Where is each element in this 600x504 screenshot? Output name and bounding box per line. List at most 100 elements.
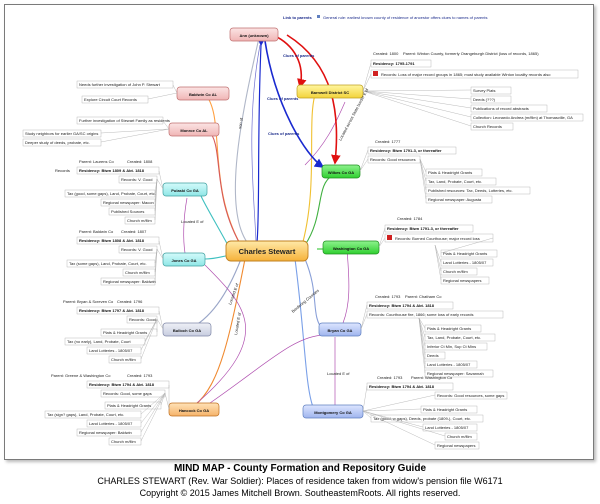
svg-text:Church m/film: Church m/film: [111, 439, 136, 444]
barnwell-record-list: Survey Plats Deeds (???) Publications of…: [470, 86, 584, 131]
clue-arrow-1: [272, 34, 307, 89]
node-pulaski[interactable]: Pulaski Co GA: [162, 182, 208, 197]
svg-text:Records: Loss of major record: Records: Loss of major record groups in …: [381, 72, 551, 77]
node-montgomery[interactable]: Montgomery Co GA: [302, 404, 364, 419]
svg-text:Church m/film: Church m/film: [447, 434, 472, 439]
svg-text:Regional newspapers: Regional newspapers: [437, 443, 475, 448]
son-of-label: son of: [237, 117, 244, 129]
records-barnwell: Created: 1800 Parent: Winton County, for…: [362, 51, 584, 131]
connector-pulaski: [200, 195, 231, 250]
svg-text:Created: 1793: Created: 1793: [127, 373, 153, 378]
svg-text:Plats & Headright Grants: Plats & Headright Grants: [103, 330, 147, 335]
caption-title: MIND MAP - County Formation and Reposito…: [173, 463, 427, 474]
connector-ann: [234, 37, 260, 250]
records-bryan: Created: 1793 Parent: Chatham Co Residen…: [360, 294, 504, 378]
records-washington: Created: 1784 Residency: Btwn 1791-3, or…: [378, 216, 498, 285]
svg-text:Residency: Btwn 1794 & Abt. 18: Residency: Btwn 1794 & Abt. 1818: [369, 303, 435, 308]
svg-text:Residency: Btwn 1791-3, or the: Residency: Btwn 1791-3, or thereafter: [387, 226, 459, 231]
svg-text:Hancock Co GA: Hancock Co GA: [179, 408, 209, 413]
located-e-of-line-2: [342, 249, 350, 324]
svg-text:Washington Co GA: Washington Co GA: [333, 246, 369, 251]
records-bulloch: Parent: Bryan & Screven Co Created: 1796…: [63, 299, 164, 364]
svg-text:Parent: Chatham Co: Parent: Chatham Co: [405, 294, 442, 299]
center-node[interactable]: Charles Stewart: [225, 240, 309, 262]
located-across-line: [304, 101, 346, 166]
node-monroe-al[interactable]: Monroe Co AL: [168, 122, 220, 137]
svg-text:Records: V. Good: Records: V. Good: [121, 247, 152, 252]
caption-copyright: Copyright © 2015 James Mitchell Brown. S…: [139, 488, 461, 498]
clue-label-3: Clues of parents: [268, 131, 300, 136]
svg-text:Plats & Headright Grants: Plats & Headright Grants: [428, 170, 472, 175]
located-e-of-label-1: Located E of: [181, 219, 204, 224]
svg-text:Regional newspaper: Baldwin: Regional newspaper: Baldwin: [79, 430, 132, 435]
node-jones[interactable]: Jones Co GA: [162, 252, 206, 267]
svg-text:Regional newspaper: Augusta: Regional newspaper: Augusta: [428, 197, 482, 202]
svg-text:Charles Stewart: Charles Stewart: [239, 247, 296, 256]
parents-node[interactable]: Ann (unknown): [229, 27, 279, 42]
svg-text:Bryan Co GA: Bryan Co GA: [328, 328, 353, 333]
clue-arrows: [256, 34, 341, 244]
svg-text:Created: 1793: Created: 1793: [377, 375, 403, 380]
svg-text:Residency: Btwn 1809 & Abt. 18: Residency: Btwn 1809 & Abt. 1818: [79, 168, 145, 173]
svg-text:Published Sources: Published Sources: [111, 209, 144, 214]
svg-text:Created: 1807: Created: 1807: [121, 229, 147, 234]
svg-text:Tax, Land, Probate, Court, etc: Tax, Land, Probate, Court, etc.: [427, 335, 481, 340]
svg-text:Records: Good: Records: Good: [129, 317, 156, 322]
mind-map-frame: Link to parents General rule: earliest k…: [4, 4, 594, 460]
svg-text:Residency: Btwn 1791-3, or the: Residency: Btwn 1791-3, or thereafter: [370, 148, 442, 153]
svg-text:Land Lotteries - 1805/07: Land Lotteries - 1805/07: [427, 362, 471, 367]
svg-text:Further investigation of Stewa: Further investigation of Stewart Family …: [79, 118, 170, 123]
svg-text:Plats & Headright Grants: Plats & Headright Grants: [107, 403, 151, 408]
svg-text:Parent: Laurens Co: Parent: Laurens Co: [79, 159, 114, 164]
svg-text:Parent: Washington Co: Parent: Washington Co: [411, 375, 453, 380]
svg-text:Parent: Winton County, formerl: Parent: Winton County, formerly Orangebu…: [403, 51, 539, 56]
svg-text:Land Lotteries - 1805/07: Land Lotteries - 1805/07: [425, 425, 469, 430]
located-e-of-line-1: [183, 197, 188, 254]
svg-text:Publications of record abstrac: Publications of record abstracts: [473, 106, 529, 111]
clue-arrow-3: [264, 40, 325, 168]
son-of-line: [251, 44, 261, 244]
located-e-of-line-4: [196, 264, 246, 404]
svg-text:Tax, Land, Probate, Court, etc: Tax, Land, Probate, Court, etc.: [428, 179, 482, 184]
svg-text:Created: 1796: Created: 1796: [117, 299, 143, 304]
connector-wilkes: [304, 174, 334, 246]
node-baldwin-al[interactable]: Baldwin Co AL: [176, 86, 230, 101]
clue-label-2: Clues of parents: [267, 96, 299, 101]
node-bulloch[interactable]: Bulloch Co GA: [162, 322, 212, 337]
node-bryan[interactable]: Bryan Co GA: [318, 322, 362, 337]
svg-text:Baldwin Co AL: Baldwin Co AL: [189, 92, 218, 97]
svg-text:Published resources: Tax, Deed: Published resources: Tax, Deeds, Lotteri…: [428, 188, 513, 193]
node-hancock[interactable]: Hancock Co GA: [168, 402, 220, 417]
records-montgomery: Created: 1793 Parent: Washington Co Resi…: [362, 375, 508, 450]
svg-text:Residency: 1795-1791: Residency: 1795-1791: [373, 61, 415, 66]
clue-label-1: Clues of parents: [283, 53, 315, 58]
node-washington[interactable]: Washington Co GA: [322, 240, 380, 255]
svg-text:Residency: Btwn 1808 & Abt. 18: Residency: Btwn 1808 & Abt. 1818: [79, 238, 145, 243]
records-wilkes: Created: 1777 Residency: Btwn 1791-3, or…: [359, 139, 531, 204]
notes-monroe-al: Further investigation of Stewart Family …: [22, 116, 170, 147]
svg-text:Residency: Btwn 1794 & Abt. 18: Residency: Btwn 1794 & Abt. 1818: [369, 384, 435, 389]
svg-text:Collection: Leonardo Andrea (m: Collection: Leonardo Andrea (m/film) at …: [473, 115, 573, 120]
svg-text:Barnwell District SC: Barnwell District SC: [311, 90, 349, 95]
svg-text:Created: 1784: Created: 1784: [397, 216, 423, 221]
node-barnwell[interactable]: Barnwell District SC: [296, 84, 364, 99]
svg-text:Jones Co GA: Jones Co GA: [171, 258, 196, 263]
svg-text:Created: 1793: Created: 1793: [375, 294, 401, 299]
svg-text:Church m/film: Church m/film: [111, 357, 136, 362]
node-wilkes[interactable]: Wilkes Co GA: [321, 164, 361, 179]
general-rule-note: General rule: earliest known county of r…: [323, 15, 487, 20]
svg-text:Records: Good resources, some: Records: Good resources, some gaps: [437, 393, 504, 398]
records-pulaski: Parent: Laurens Co Created: 1808 Records…: [55, 159, 164, 225]
records-hancock: Parent: Greene & Washington Co Created: …: [44, 373, 170, 446]
svg-text:Residency: Btwn 1794 & Abt. 18: Residency: Btwn 1794 & Abt. 1818: [89, 382, 155, 387]
svg-text:Land Lotteries - 1805/07: Land Lotteries - 1805/07: [89, 421, 133, 426]
svg-text:Church m/film: Church m/film: [443, 269, 468, 274]
svg-text:Church m/film: Church m/film: [127, 218, 152, 223]
svg-text:Church m/film: Church m/film: [125, 270, 150, 275]
svg-text:Explore Circuit Court Records: Explore Circuit Court Records: [84, 97, 137, 102]
svg-text:Created: 1808: Created: 1808: [127, 159, 153, 164]
bordering-line: [209, 334, 326, 404]
svg-text:Plats & Headright Grants: Plats & Headright Grants: [423, 407, 467, 412]
svg-text:Deeper study of deeds, probate: Deeper study of deeds, probate, etc.: [25, 140, 90, 145]
svg-text:Deeds (???): Deeds (???): [473, 97, 496, 102]
